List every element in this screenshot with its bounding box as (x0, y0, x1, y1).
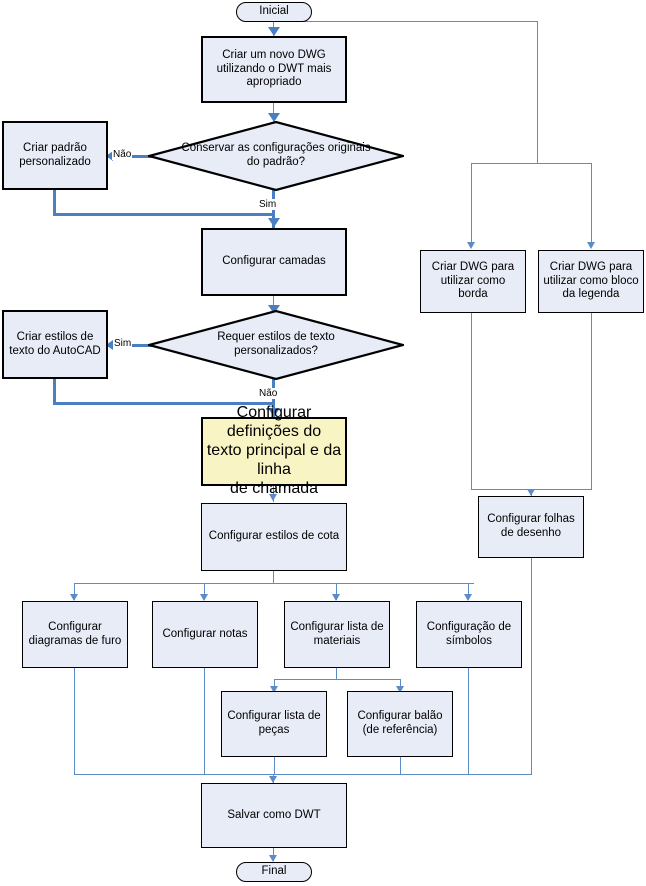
connector-to-dwg-legenda (591, 163, 592, 243)
connector-balao-down (400, 757, 401, 775)
arrowhead-simbolos (464, 594, 472, 601)
arrowhead-def-texto (268, 408, 280, 417)
node-configurar-definicoes-texto[interactable]: Configurar definições do texto principal… (201, 404, 347, 497)
connector-estilos-texto-rejoin (53, 402, 275, 405)
node-criar-estilos-texto[interactable]: Criar estilos de texto do AutoCAD (2, 310, 108, 379)
connector-dwg-legenda-down (591, 313, 592, 490)
connector-estilos-texto-down (53, 379, 56, 404)
node-criar-dwg[interactable]: Criar um novo DWG utilizando o DWT mais … (201, 36, 347, 103)
connector-lista-pecas-down (274, 757, 275, 775)
connector-simbolos-down (468, 668, 469, 775)
arrowhead-end (269, 855, 277, 862)
arrowhead-salvar (269, 776, 277, 783)
connector-dwg-borda-down (471, 313, 472, 490)
edge-label-padrao-sim: Sim (258, 199, 278, 210)
connector-top-right-branch (273, 21, 538, 22)
node-salvar-como-dwt[interactable]: Salvar como DWT (201, 783, 347, 848)
arrowhead-lista-mat (332, 594, 340, 601)
arrowhead-estilos-texto (106, 340, 113, 350)
arrowhead-criar-padrao (106, 151, 113, 161)
arrowhead-camadas (268, 218, 280, 227)
connector-bottom-merge-rail (74, 774, 532, 775)
node-decision-conservar-padrao[interactable]: Conservar as configurações originais do … (148, 121, 404, 191)
connector-lista-mat-down (336, 668, 337, 680)
connector-notas-down (204, 668, 205, 775)
diamond-shape-icon (148, 121, 404, 191)
connector-fanout-simbolos (468, 583, 469, 600)
arrowhead-dec-padrao (268, 113, 280, 122)
connector-right-trunk-down (537, 21, 538, 163)
node-criar-dwg-borda[interactable]: Criar DWG para utilizar como borda (420, 250, 526, 313)
edge-label-texto-nao: Não (258, 388, 279, 399)
node-criar-dwg-legenda[interactable]: Criar DWG para utilizar como bloco da le… (538, 250, 644, 313)
arrowhead-dwg-borda (467, 242, 475, 249)
arrowhead-diag-furo (70, 594, 78, 601)
connector-criar-dwg-to-decision (273, 103, 274, 122)
connector-to-dwg-borda (471, 163, 472, 243)
arrowhead-dwg-legenda (587, 242, 595, 249)
connector-right-split (471, 163, 592, 164)
node-configurar-folhas-desenho[interactable]: Configurar folhas de desenho (478, 496, 584, 558)
connector-fanout-notas (204, 583, 205, 600)
connector-criar-padrao-down (53, 190, 56, 215)
connector-cota-down (273, 571, 274, 583)
arrowhead-folhas (527, 489, 535, 496)
connector-folhas-down (531, 558, 532, 774)
connector-salvar-to-end (273, 848, 274, 861)
connector-diag-furo-down (74, 668, 75, 775)
connector-sub-rail (274, 679, 400, 680)
connector-criar-padrao-rejoin (53, 213, 275, 216)
node-configuracao-simbolos[interactable]: Configuração de símbolos (416, 601, 522, 668)
node-start[interactable]: Inicial (236, 2, 312, 22)
arrowhead-lista-pecas (270, 686, 278, 693)
arrowhead-dec-texto (268, 305, 280, 314)
node-configurar-balao[interactable]: Configurar balão (de referência) (347, 691, 453, 757)
edge-label-padrao-nao: Não (112, 149, 133, 160)
node-configurar-lista-materiais[interactable]: Configurar lista de materiais (284, 601, 390, 668)
arrowhead-criar-dwg (268, 27, 280, 36)
connector-sub-balao (400, 679, 401, 692)
connector-fanout-rail (74, 583, 474, 584)
diamond-shape-icon (148, 310, 404, 380)
node-decision-conservar-padrao-label: Conservar as configurações originais do … (181, 142, 371, 168)
connector-sub-lista-pecas (274, 679, 275, 692)
connector-fanout-lista-mat (336, 583, 337, 600)
node-configurar-diagramas-furo[interactable]: Configurar diagramas de furo (22, 601, 128, 668)
node-end[interactable]: Final (236, 862, 312, 882)
node-criar-padrao[interactable]: Criar padrão personalizado (2, 121, 108, 190)
edge-label-texto-sim: Sim (113, 338, 133, 349)
node-configurar-notas[interactable]: Configurar notas (152, 601, 258, 668)
arrowhead-balao (396, 686, 404, 693)
node-configurar-estilos-cota[interactable]: Configurar estilos de cota (201, 503, 347, 571)
connector-fanout-diag-furo (74, 583, 75, 600)
node-decision-estilos-texto-label: Requer estilos de texto personalizados? (217, 331, 335, 357)
arrowhead-notas (200, 594, 208, 601)
node-decision-estilos-texto[interactable]: Requer estilos de texto personalizados? (148, 310, 404, 380)
node-configurar-camadas[interactable]: Configurar camadas (201, 228, 347, 296)
arrowhead-estilos-cota (269, 494, 277, 501)
node-configurar-lista-pecas[interactable]: Configurar lista de peças (221, 691, 327, 757)
